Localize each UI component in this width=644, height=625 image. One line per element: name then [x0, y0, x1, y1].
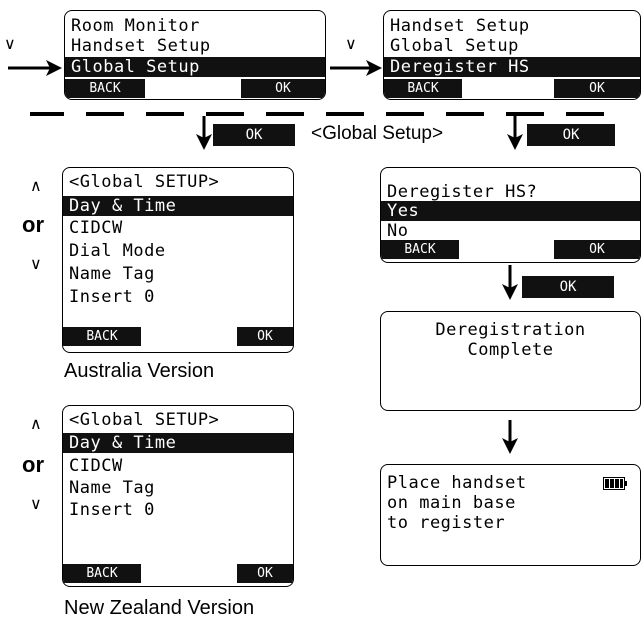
back-button[interactable]: BACK	[63, 564, 141, 583]
screen-global-setup-menu: Handset Setup Global Setup Deregister HS…	[383, 10, 641, 100]
complete-line-1: Deregistration	[435, 320, 586, 340]
menu-item-cidcw[interactable]: CIDCW	[69, 456, 123, 476]
back-button[interactable]: BACK	[63, 327, 141, 346]
ok-button[interactable]: OK	[237, 564, 293, 583]
or-label: or	[22, 452, 44, 477]
ok-button[interactable]: OK	[527, 124, 615, 146]
menu-item-handset-setup[interactable]: Handset Setup	[390, 16, 530, 36]
back-button[interactable]: BACK	[384, 79, 462, 98]
menu-item-day-time[interactable]: Day & Time	[63, 433, 293, 453]
place-line-1: Place handset	[387, 473, 527, 493]
option-yes[interactable]: Yes	[381, 201, 640, 221]
place-line-2: on main base	[387, 493, 516, 513]
screen-global-setup-new-zealand: <Global SETUP> Day & Time CIDCW Name Tag…	[62, 405, 294, 587]
deregister-prompt: Deregister HS?	[387, 182, 538, 202]
complete-line-2: Complete	[467, 340, 554, 360]
menu-item-handset-setup[interactable]: Handset Setup	[71, 36, 211, 56]
down-nav-icon: ∨	[30, 256, 42, 273]
menu-item-name-tag[interactable]: Name Tag	[69, 264, 155, 284]
screen-title: <Global SETUP>	[69, 410, 220, 430]
battery-icon	[603, 477, 627, 490]
screen-main-menu: Room Monitor Handset Setup Global Setup …	[64, 10, 326, 100]
down-arrow-icon	[507, 116, 523, 150]
screen-title: <Global SETUP>	[69, 172, 220, 192]
ok-button[interactable]: OK	[522, 276, 614, 298]
screen-global-setup-australia: <Global SETUP> Day & Time CIDCW Dial Mod…	[62, 167, 294, 353]
ok-button[interactable]: OK	[241, 79, 325, 98]
menu-item-global-setup[interactable]: Global Setup	[65, 57, 325, 77]
ok-button[interactable]: OK	[237, 327, 293, 346]
up-nav-icon: ∧	[30, 416, 42, 433]
menu-item-global-setup[interactable]: Global Setup	[390, 36, 519, 56]
menu-item-insert-0[interactable]: Insert 0	[69, 500, 155, 520]
down-arrow-icon	[196, 116, 212, 150]
ok-button[interactable]: OK	[554, 79, 640, 98]
back-button[interactable]: BACK	[65, 79, 145, 98]
down-arrow-icon	[502, 265, 518, 300]
caption-australia-version: Australia Version	[64, 360, 215, 382]
down-arrow-icon	[502, 420, 518, 454]
menu-item-deregister-hs[interactable]: Deregister HS	[384, 57, 640, 77]
right-arrow-icon	[330, 60, 382, 76]
menu-item-day-time[interactable]: Day & Time	[63, 196, 293, 216]
right-arrow-icon	[8, 60, 62, 76]
menu-item-name-tag[interactable]: Name Tag	[69, 478, 155, 498]
global-setup-label: <Global Setup>	[311, 123, 444, 144]
down-nav-icon: ∨	[345, 36, 357, 53]
down-nav-icon: ∨	[4, 36, 16, 53]
screen-deregistration-complete: Deregistration Complete	[380, 311, 641, 411]
caption-new-zealand-version: New Zealand Version	[64, 597, 255, 619]
ok-button[interactable]: OK	[554, 240, 640, 259]
up-nav-icon: ∧	[30, 178, 42, 195]
down-nav-icon: ∨	[30, 496, 42, 513]
screen-place-handset: Place handset on main base to register	[380, 464, 641, 566]
menu-item-room-monitor[interactable]: Room Monitor	[71, 16, 200, 36]
menu-item-insert-0[interactable]: Insert 0	[69, 287, 155, 307]
place-line-3: to register	[387, 513, 506, 533]
menu-item-dial-mode[interactable]: Dial Mode	[69, 241, 166, 261]
screen-deregister-confirm: Deregister HS? Yes No BACK OK	[380, 167, 641, 263]
ok-button[interactable]: OK	[213, 124, 295, 146]
or-label: or	[22, 212, 44, 237]
back-button[interactable]: BACK	[381, 240, 459, 259]
menu-item-cidcw[interactable]: CIDCW	[69, 218, 123, 238]
option-no[interactable]: No	[387, 221, 409, 241]
